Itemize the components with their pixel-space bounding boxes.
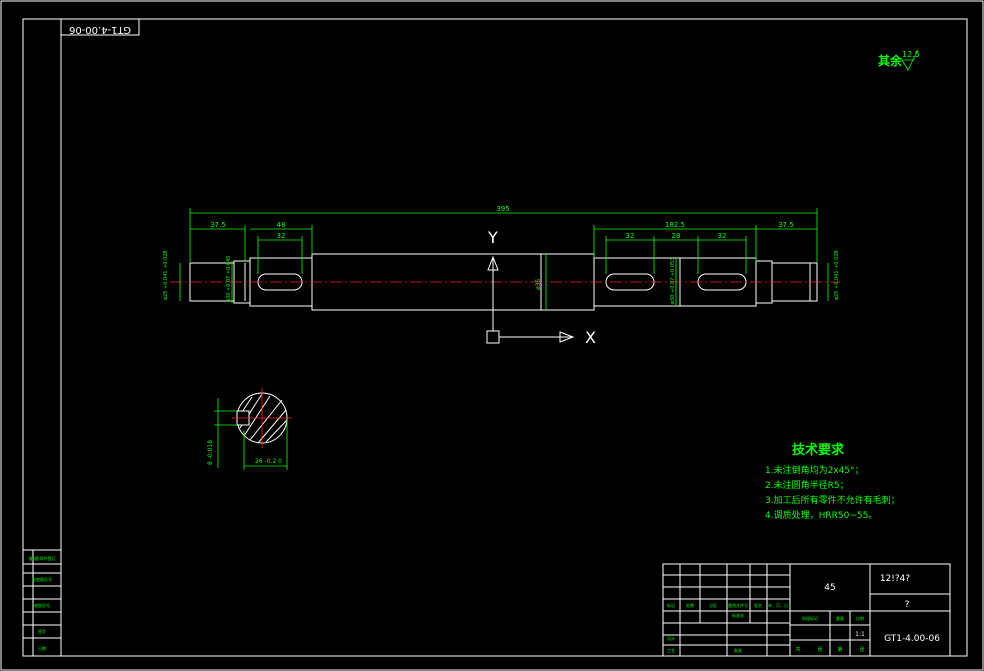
surface-finish-label: 其余 (878, 53, 903, 68)
hdr-zone: 分区 (709, 602, 717, 608)
dim-left-end-dia: ø25 +0.041 +0.028 (163, 250, 169, 300)
hdr-mark: 标记 (667, 602, 675, 608)
roughness-symbol-icon (901, 49, 919, 71)
hdr-change: 更改文件号 (728, 602, 748, 608)
side-label-1: 借(通)用件登记 (28, 555, 55, 561)
tech-item-3: 3.加工后所有零件不允许有毛刺； (765, 494, 900, 506)
title-block-texts: 45 12!?4? ? GT1-4.00-06 1:1 标记 处数 分区 更改文… (667, 574, 940, 653)
dim-left-keyway: 32 (277, 232, 286, 240)
dim-left-key-dia: ø30 +0.07 +0.045 (226, 256, 232, 302)
standard-label: 标准化 (732, 612, 744, 618)
design-label: 设计 (667, 635, 675, 641)
dim-overall: 395 (496, 205, 509, 213)
weight-label: 重量 (836, 615, 844, 621)
footer-sheet-2: 张 (859, 646, 864, 653)
hdr-date: 年、月、日 (768, 602, 788, 608)
part-name-text: 12!?4? (880, 574, 911, 584)
ratio-label: 比例 (856, 615, 864, 621)
dim-right-end-dia: ø25 +0.041 +0.028 (834, 250, 840, 300)
dim-right-section: 182.5 (665, 221, 685, 229)
mirrored-drawing-number: GT1-4.00-06 (69, 24, 131, 35)
footer-sheet-1: 张 (817, 646, 822, 653)
side-label-5: 日期 (38, 645, 46, 651)
side-label-2: 旧底图总号 (32, 576, 52, 582)
side-block (22, 549, 62, 657)
dim-section-width: 8 -0.018 (207, 440, 214, 465)
ucs-x-label: X (585, 328, 596, 347)
tech-item-1: 1.未注倒角均为2x45°； (765, 464, 864, 476)
hdr-count: 处数 (686, 602, 694, 608)
dim-center-dia: ø35 (535, 279, 542, 290)
sub-name-text: ? (905, 600, 910, 610)
side-label-4: 签字 (38, 628, 46, 634)
ucs-icon (486, 255, 575, 344)
surface-finish-value: 12.5 (902, 50, 920, 59)
dimension-lines (179, 208, 829, 310)
dim-right-gap: 28 (672, 232, 681, 240)
shaft-outline (189, 253, 818, 311)
dim-right-end: 37.5 (778, 221, 794, 229)
hdr-sign: 签名 (754, 602, 762, 608)
ucs-y-label: Y (487, 228, 498, 247)
footer-total: 共 (795, 646, 800, 653)
dim-section-depth: 26 -0.2 0 (255, 458, 282, 465)
tech-item-4: 4.调质处理，HRR50~55。 (765, 509, 877, 521)
stage-label: 阶段标记 (802, 615, 818, 621)
outer-frame-left (22, 18, 968, 657)
approve-label: 批准 (734, 647, 742, 653)
dim-left-section: 48 (277, 221, 286, 229)
footer-no: 第 (837, 646, 842, 653)
dim-right-keyway-1: 32 (626, 232, 635, 240)
side-label-3: 底图总号 (34, 602, 50, 608)
drawing-no-text: GT1-4.00-06 (884, 634, 940, 644)
material-text: 45 (824, 583, 835, 593)
mirrored-number-box (60, 18, 140, 36)
process-label: 工艺 (667, 648, 675, 653)
dim-right-keyway-2: 32 (718, 232, 727, 240)
title-block (662, 563, 951, 657)
side-block-labels: 借(通)用件登记 旧底图总号 底图总号 签字 日期 (28, 555, 55, 651)
scale-text: 1:1 (855, 631, 865, 638)
dimension-texts: 395 37.5 48 32 182.5 32 28 32 37.5 ø35 ø… (163, 205, 840, 304)
dim-left-end: 37.5 (210, 221, 226, 229)
section-view: 8 -0.018 26 -0.2 0 (207, 388, 292, 470)
dim-right-key-dia: ø30 +0.07 +0.053 (670, 258, 676, 304)
tech-title: 技术要求 (792, 442, 845, 458)
tech-item-2: 2.未注圆角半径R5； (765, 479, 849, 491)
